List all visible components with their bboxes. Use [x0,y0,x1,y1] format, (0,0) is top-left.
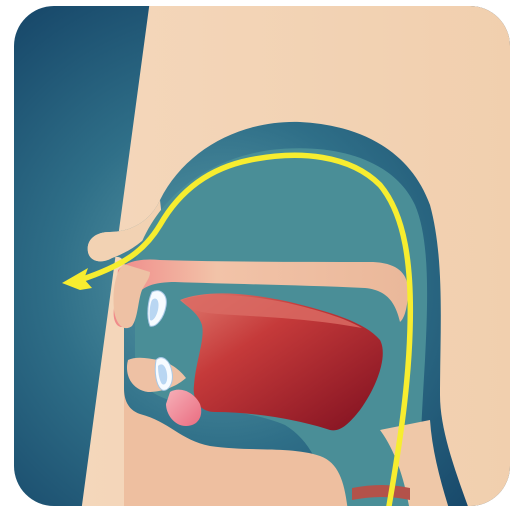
nasal-airflow-diagram [0,0,515,512]
head-cross-section-svg [0,0,515,512]
